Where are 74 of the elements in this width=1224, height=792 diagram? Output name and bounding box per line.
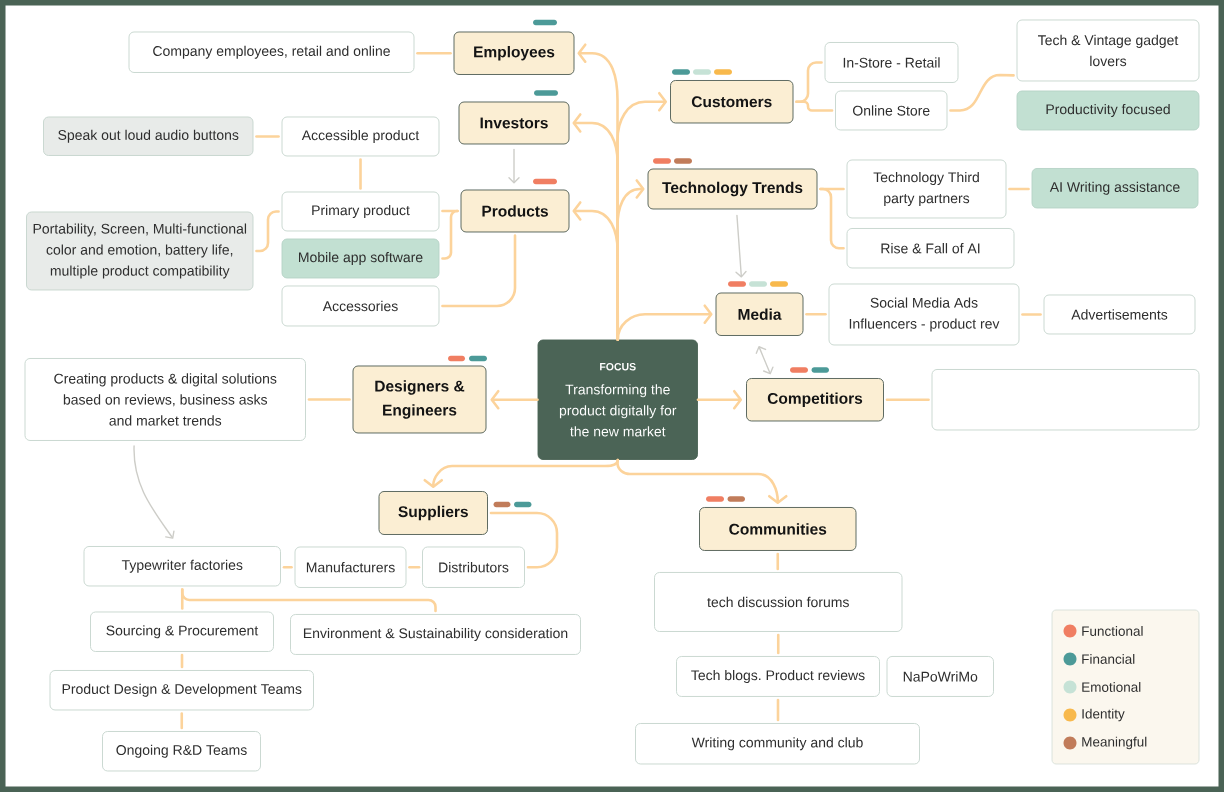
detail-box: Rise & Fall of AI [846,228,1015,269]
legend-label: Emotional [1082,682,1141,692]
stakeholder-box: Suppliers [378,491,488,535]
arrow [508,148,520,184]
connector-line [180,712,184,730]
detail-box: NaPoWriMo [886,656,994,697]
connector-line [282,565,293,569]
stakeholder-box: Technology Trends [647,168,818,210]
connector-line [1008,187,1030,191]
detail-box: Creating products & digital solutions based on reviews, business asks and market trends [24,358,306,441]
connector-line [949,73,1015,112]
connector-line [416,51,452,55]
detail-box: Tech blogs. Product reviews [676,656,880,697]
detail-box: Sourcing & Procurement [90,611,274,652]
connector-line [307,398,351,401]
legend-label: Financial [1082,654,1135,664]
connector-line [180,653,184,669]
detail-box: Primary product [281,191,440,232]
detail-box: Company employees, retail and online [128,31,415,73]
arrow [490,389,539,410]
detail-box: tech discussion forums [654,572,903,632]
detail-box: Speak out loud audio buttons [43,116,254,156]
detail-box: Tech & Vintage gadget lovers [1016,19,1200,82]
detail-box: Typewriter factories [83,546,281,587]
stakeholder-box: Products [460,189,570,233]
connector-line [489,511,559,569]
stakeholder-box: Employees [453,31,575,75]
arrow [616,179,645,341]
detail-box: Portability, Screen, Multi-functional color and emotion, battery life, multiple product compatibility [26,211,254,291]
detail-box: Technology Third party partners [846,159,1007,219]
detail-box: Advertisements [1043,294,1196,335]
detail-box: Accessible product [281,116,440,157]
connector-line [776,698,780,722]
detail-box: Ongoing R&D Teams [102,731,261,772]
connector-line [776,633,780,655]
detail-box: Manufacturers [294,546,407,588]
detail-box: Online Store [835,90,948,131]
arrow [735,214,747,278]
stakeholder-box: Designers & Engineers [352,365,487,434]
arrow [616,458,788,505]
detail-box: Productivity focused [1016,90,1200,131]
connector-line [408,565,421,569]
legend-label: Functional [1082,626,1143,636]
connector-line [805,312,827,316]
detail-box: In-Store - Retail [824,42,959,83]
detail-box: Distributors [422,546,525,588]
legend-label: Meaningful [1082,736,1147,750]
detail-box: Environment & Sustainability consideration [290,614,581,655]
connector-line [1021,313,1042,316]
detail-box: Mobile app software [281,238,440,279]
detail-box: Accessories [281,285,440,327]
stakeholder-box: Customers [670,80,794,124]
detail-box: Social Media Ads Influencers - product rev [828,283,1020,346]
connector-line [776,552,780,571]
connector-line [180,588,437,613]
stakeholder-box: Investors [458,101,570,145]
connector-line [359,158,362,190]
arrow [616,304,713,341]
stakeholder-box: Media [715,292,804,336]
detail-box: Writing community and club [635,723,920,765]
stakeholder-box: Communities [699,507,857,551]
connector-line [885,398,930,402]
connector-line [255,135,280,138]
arrow [755,346,774,375]
connector-line [795,100,834,112]
empty-box [931,369,1200,431]
focus-box: FOCUS Transforming the product digitally for the new market [537,339,698,460]
detail-box: Product Design & Development Teams [49,670,314,711]
arrow [696,389,743,410]
detail-box: AI Writing assistance [1031,168,1199,209]
connector-line [441,234,517,308]
legend-label: Identity [1082,708,1125,722]
stakeholder-box: Competitiors [746,378,884,422]
arrow [133,445,175,539]
